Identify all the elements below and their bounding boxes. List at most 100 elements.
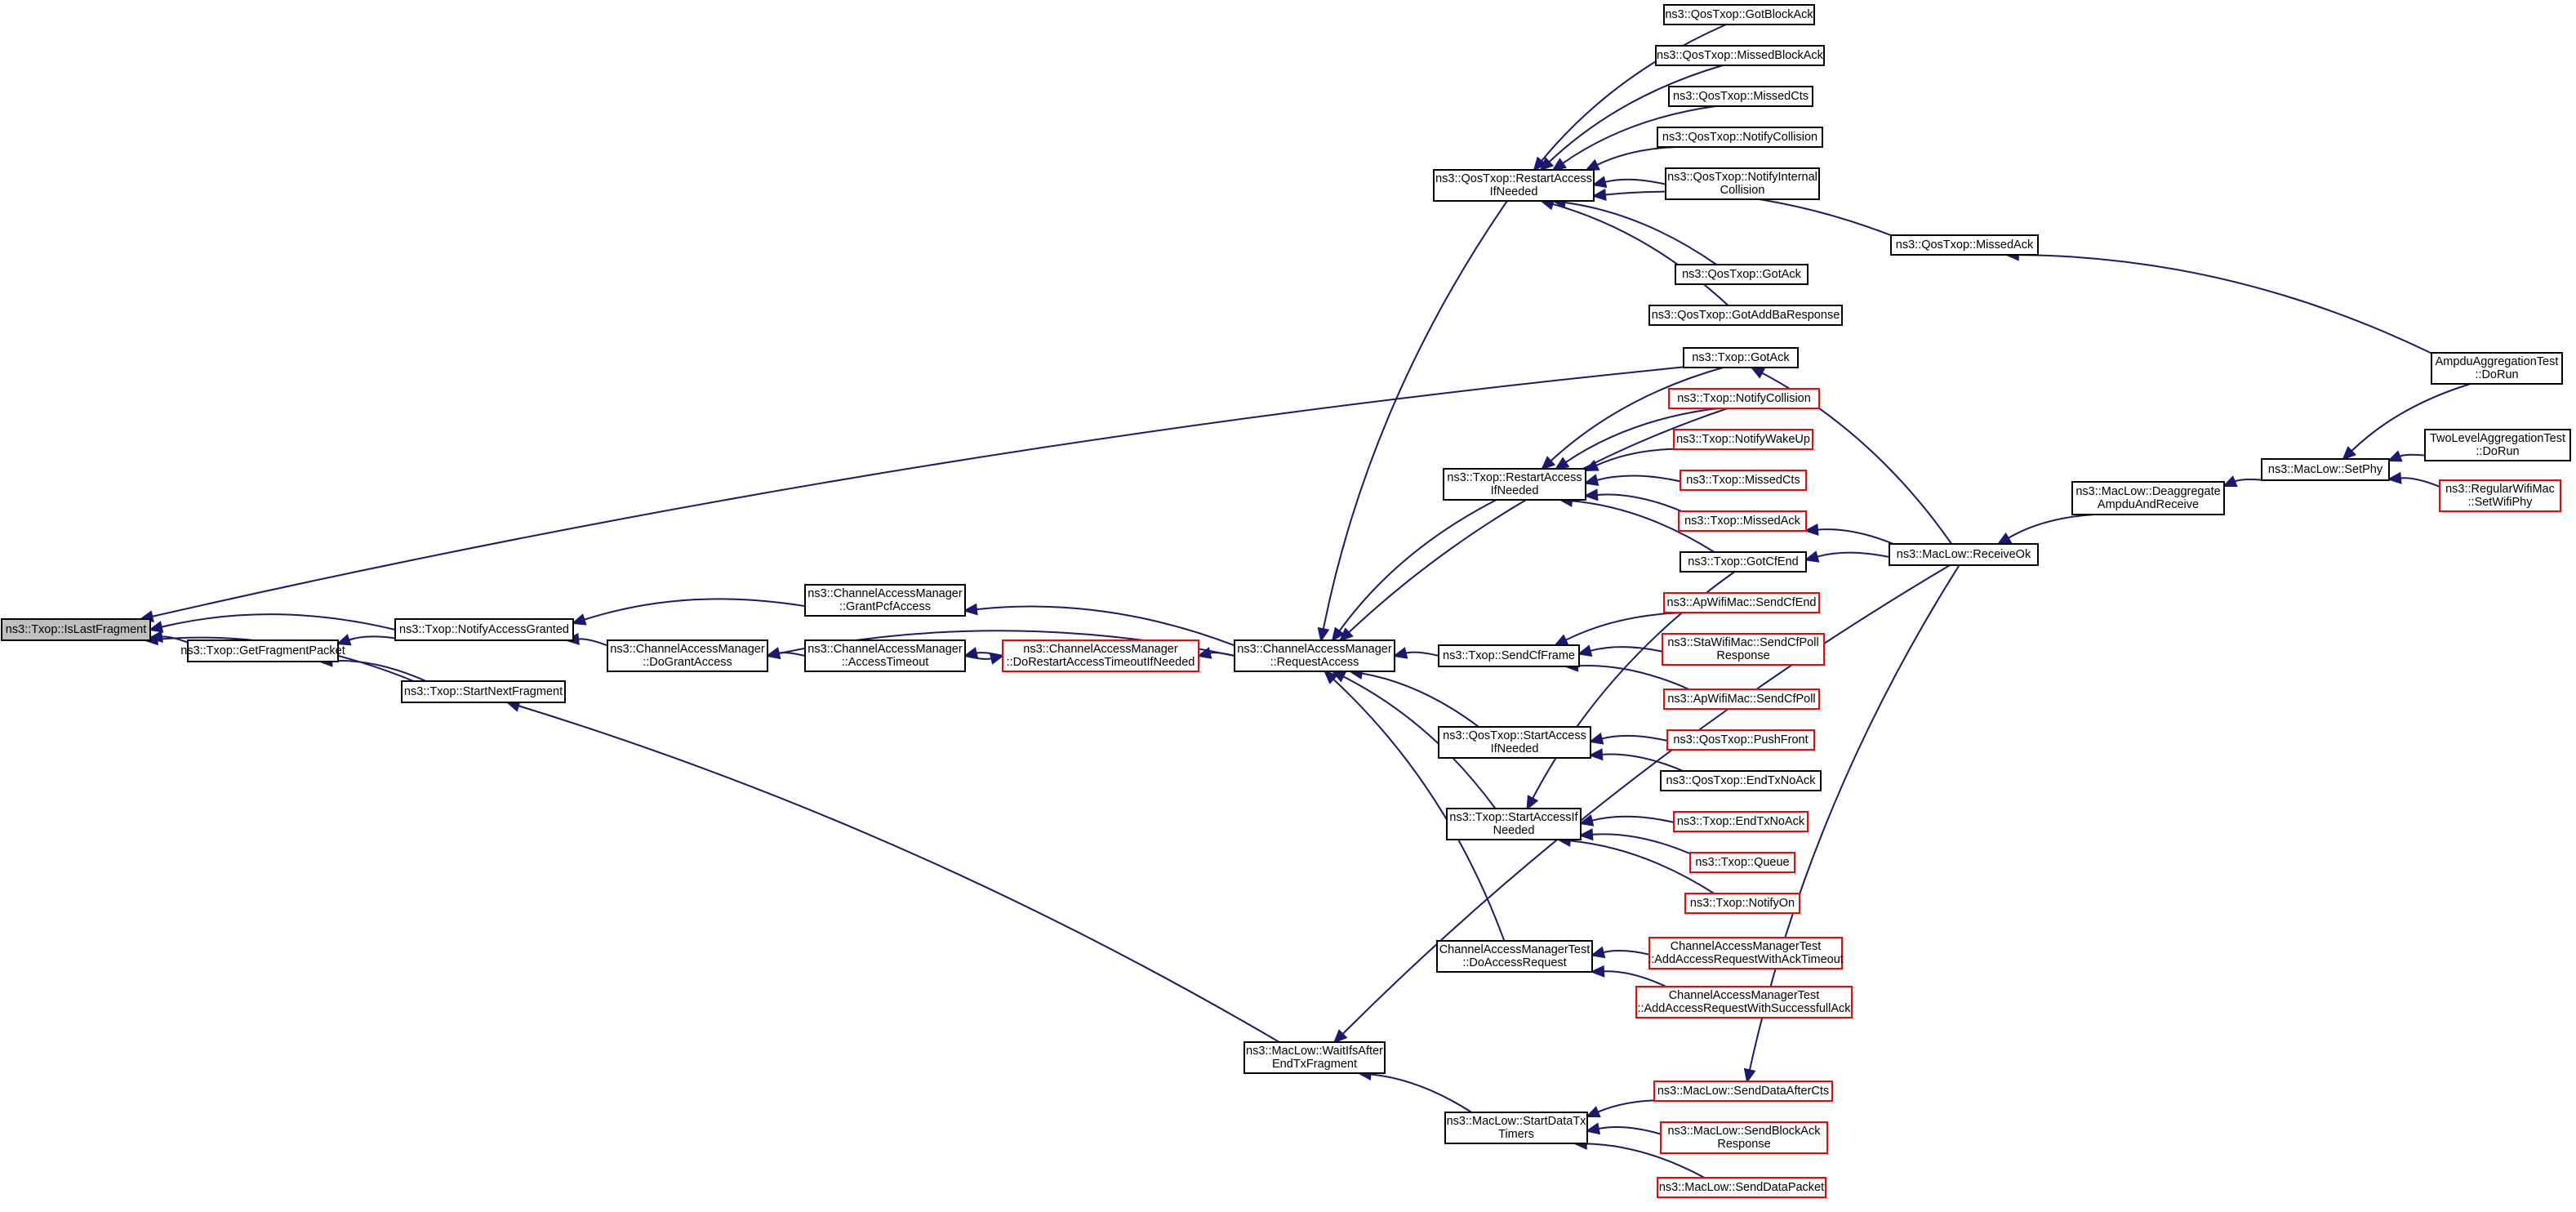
arrowhead	[1533, 156, 1547, 172]
edge-line	[161, 613, 396, 631]
node-box	[1657, 1177, 1826, 1198]
edge-line	[1564, 408, 1719, 464]
node-label: ns3::MacLow::SendDataAfterCts	[1657, 1085, 1829, 1098]
node-grantPcfAccess[interactable]: ns3::ChannelAccessManager::GrantPcfAcces…	[804, 584, 966, 617]
node-txopNotifyWakeUp[interactable]: ns3::Txop::NotifyWakeUp	[1673, 429, 1813, 450]
node-qosPushFront[interactable]: ns3::QosTxop::PushFront	[1666, 729, 1815, 751]
node-qosMissedBlockAck[interactable]: ns3::QosTxop::MissedBlockAck	[1655, 45, 1825, 66]
edge-txopMissedCts-to-txopRestartAccess	[1583, 474, 1681, 486]
edge-line	[1569, 840, 1715, 894]
node-qosNotifyCollision[interactable]: ns3::QosTxop::NotifyCollision	[1657, 127, 1823, 148]
node-box	[1689, 852, 1795, 873]
node-qosMissedCts[interactable]: ns3::QosTxop::MissedCts	[1668, 86, 1813, 107]
arrowhead	[2387, 471, 2402, 484]
edge-line	[1571, 500, 1715, 553]
arrowhead	[1750, 366, 1766, 379]
edge-setPhy-to-deaggregate	[2222, 475, 2262, 488]
node-txopNotifyCollision[interactable]: ns3::Txop::NotifyCollision	[1668, 388, 1820, 409]
node-box	[1, 618, 151, 641]
node-label: ns3::ApWifiMac::SendCfEnd	[1667, 596, 1817, 609]
node-sendCfFrame[interactable]: ns3::Txop::SendCfFrame	[1438, 644, 1580, 667]
node-setPhy[interactable]: ns3::MacLow::SetPhy	[2261, 458, 2390, 481]
node-startNextFragment[interactable]: ns3::Txop::StartNextFragment	[401, 680, 566, 703]
node-addAccessRequestWithAckTimeout[interactable]: ChannelAccessManagerTest::AddAccessReque…	[1648, 937, 1844, 969]
node-box	[2261, 458, 2390, 481]
node-getFragmentPacket[interactable]: ns3::Txop::GetFragmentPacket	[180, 639, 345, 662]
arrowhead	[1551, 158, 1568, 172]
node-label: IfNeeded	[1490, 185, 1538, 198]
node-addAccessRequestWithSuccessfullAck[interactable]: ChannelAccessManagerTest::AddAccessReque…	[1635, 986, 1853, 1018]
edge-qosMissedBlockAck-to-qosRestartAccess	[1539, 65, 1724, 172]
arrowhead	[1585, 1106, 1601, 1118]
edge-twoLevelAggregationTest-to-setPhy	[2387, 450, 2426, 462]
node-qosMissedAck[interactable]: ns3::QosTxop::MissedAck	[1890, 234, 2039, 256]
edge-line	[584, 598, 806, 621]
node-apSendCfPoll[interactable]: ns3::ApWifiMac::SendCfPoll	[1663, 688, 1820, 710]
edge-regularSetWifiPhy-to-setPhy	[2387, 471, 2440, 488]
node-txopMissedCts[interactable]: ns3::Txop::MissedCts	[1680, 470, 1807, 491]
node-qosGotBlockAck[interactable]: ns3::QosTxop::GotBlockAck	[1663, 4, 1815, 25]
node-camtDoAccessRequest[interactable]: ChannelAccessManagerTest::DoAccessReques…	[1436, 940, 1593, 973]
node-label: ns3::ChannelAccessManager	[1023, 643, 1178, 656]
edge-line	[1603, 970, 1667, 987]
node-txopNotifyOn[interactable]: ns3::Txop::NotifyOn	[1684, 893, 1800, 914]
edge-line	[1597, 1099, 1683, 1113]
node-box	[2424, 429, 2571, 461]
node-label: ns3::QosTxop::MissedCts	[1673, 90, 1809, 103]
node-box	[1890, 234, 2039, 256]
node-box	[1653, 1081, 1833, 1102]
edge-txopMissedAck-to-txopRestartAccess	[1583, 488, 1682, 512]
node-txopEndTxNoAck[interactable]: ns3::Txop::EndTxNoAck	[1673, 811, 1809, 832]
node-txopMissedAck[interactable]: ns3::Txop::MissedAck	[1678, 510, 1807, 532]
node-txopGotAck[interactable]: ns3::Txop::GotAck	[1683, 347, 1799, 368]
node-qosGotAddBaResponse[interactable]: ns3::QosTxop::GotAddBaResponse	[1648, 305, 1843, 326]
node-twoLevelAggregationTest[interactable]: TwoLevelAggregationTest::DoRun	[2424, 429, 2571, 461]
node-box	[1002, 639, 1199, 672]
node-receiveOk[interactable]: ns3::MacLow::ReceiveOk	[1889, 543, 2039, 566]
node-regularSetWifiPhy[interactable]: ns3::RegularWifiMac::SetWifiPhy	[2439, 479, 2561, 512]
edge-qosRestartAccess-to-requestAccess	[1317, 200, 1508, 643]
node-qosEndTxNoAck[interactable]: ns3::QosTxop::EndTxNoAck	[1660, 770, 1822, 791]
edge-line	[518, 705, 1280, 1043]
node-txopGotCfEnd[interactable]: ns3::Txop::GotCfEnd	[1680, 551, 1807, 573]
node-label: ChannelAccessManagerTest	[1669, 989, 1820, 1002]
node-label: ns3::MacLow::StartDataTx	[1447, 1115, 1587, 1128]
edge-line	[1596, 493, 1682, 512]
node-sendDataAfterCts[interactable]: ns3::MacLow::SendDataAfterCts	[1653, 1081, 1833, 1102]
edge-line	[976, 605, 1235, 647]
node-label: IfNeeded	[1491, 484, 1539, 497]
node-label: Response	[1717, 1138, 1770, 1151]
node-label: ns3::Txop::Queue	[1695, 856, 1789, 869]
node-doRestartAccessTimeout[interactable]: ns3::ChannelAccessManager::DoRestartAcce…	[1002, 639, 1199, 672]
node-notifyAccessGranted[interactable]: ns3::Txop::NotifyAccessGranted	[394, 618, 574, 641]
edge-line	[1332, 678, 1506, 942]
edge-line	[1548, 65, 1724, 163]
node-label: ns3::ChannelAccessManager	[1237, 643, 1392, 656]
node-box	[804, 584, 966, 617]
node-txopQueue[interactable]: ns3::Txop::Queue	[1689, 852, 1795, 873]
edge-qosGotBlockAck-to-qosRestartAccess	[1533, 24, 1727, 172]
node-requestAccess[interactable]: ns3::ChannelAccessManager::RequestAccess	[1234, 639, 1395, 672]
node-qosGotAck[interactable]: ns3::QosTxop::GotAck	[1675, 264, 1809, 285]
edge-line	[577, 638, 608, 647]
arrowhead	[148, 621, 164, 633]
arrowhead	[1588, 748, 1604, 761]
node-apSendCfEnd[interactable]: ns3::ApWifiMac::SendCfEnd	[1663, 592, 1820, 613]
edge-qosEndTxNoAck-to-qosStartAccess	[1588, 748, 1684, 772]
node-ampduAggregationTest[interactable]: AmpduAggregationTest::DoRun	[2431, 352, 2563, 385]
node-accessTimeout[interactable]: ns3::ChannelAccessManager::AccessTimeout	[804, 639, 966, 672]
node-sendDataPacket[interactable]: ns3::MacLow::SendDataPacket	[1657, 1177, 1826, 1198]
node-doGrantAccess[interactable]: ns3::ChannelAccessManager::DoGrantAccess	[607, 639, 768, 672]
edge-notifyAccessGranted-to-getFragmentPacket	[336, 634, 396, 646]
arrowhead	[1743, 1067, 1756, 1084]
